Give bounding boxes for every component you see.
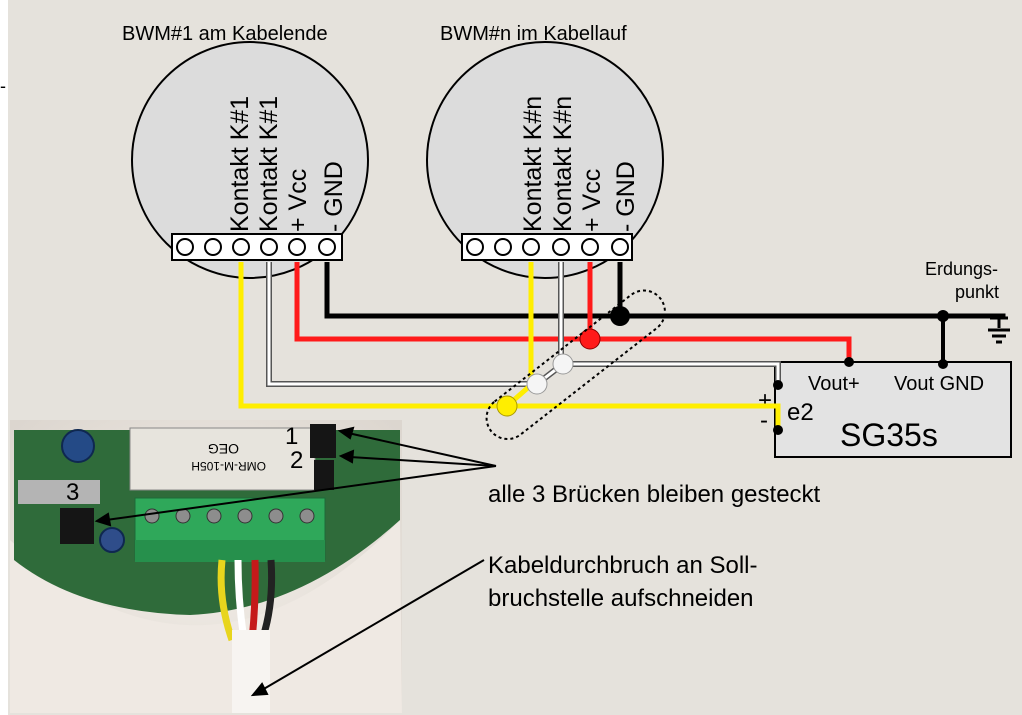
junction-white bbox=[552, 353, 574, 375]
ground-label-line1: Erdungs- bbox=[925, 259, 998, 279]
relay-text: OMR-M-105H bbox=[191, 459, 266, 473]
detector-n-pin-label: - GND bbox=[612, 161, 640, 232]
detector-1-pin-label: Kontakt K#1 bbox=[226, 96, 254, 232]
ground-label-line2: punkt bbox=[955, 282, 999, 302]
module-minus-sign: - bbox=[760, 407, 768, 434]
wire-red bbox=[294, 262, 852, 362]
detector-n-title: BWM#n im Kabellauf bbox=[440, 23, 627, 45]
detector-n-pin-label: Kontakt K#n bbox=[519, 96, 547, 232]
vout-plus-node bbox=[844, 357, 854, 367]
detector-1-pin-label: + Vcc bbox=[284, 169, 312, 232]
wire-white bbox=[267, 262, 780, 386]
jumper-label-2: 2 bbox=[290, 447, 303, 474]
module-input-plus-node bbox=[773, 380, 783, 390]
junction-group-outline bbox=[485, 289, 666, 441]
cable-slot-arrow bbox=[250, 559, 485, 697]
vout-plus-label: Vout+ bbox=[808, 373, 860, 395]
junction-yellow bbox=[496, 395, 518, 417]
detector-1-pin-label: Kontakt K#1 bbox=[255, 96, 283, 232]
relay-text: OEG bbox=[208, 441, 239, 457]
detector-1-pin-label: - GND bbox=[320, 161, 348, 232]
sg35s-module bbox=[774, 361, 1012, 458]
detector-n-pin-label: + Vcc bbox=[578, 169, 606, 232]
cable-note-line1: Kabeldurchbruch an Soll- bbox=[488, 552, 758, 579]
detector-1-housing bbox=[131, 41, 369, 279]
detector-1-title: BWM#1 am Kabelende bbox=[122, 23, 328, 45]
detector-n-pin-label: Kontakt K#n bbox=[549, 96, 577, 232]
jumper-label-3: 3 bbox=[66, 479, 79, 506]
bridges-note: alle 3 Brücken bleiben gesteckt bbox=[488, 481, 821, 508]
vout-gnd-node bbox=[938, 359, 948, 369]
module-input-minus-node bbox=[773, 425, 783, 435]
jumper-label-1: 1 bbox=[285, 423, 298, 450]
module-input-label: e2 bbox=[787, 399, 814, 426]
detector-n-terminal-strip bbox=[461, 233, 633, 261]
vout-gnd-label: Vout GND bbox=[894, 373, 984, 395]
module-name: SG35s bbox=[840, 417, 938, 453]
detector-photo: OMR-M-105H OEG bbox=[10, 420, 402, 713]
junction-black bbox=[610, 306, 630, 326]
jumper-arrows bbox=[94, 426, 497, 527]
cable-note-line2: bruchstelle aufschneiden bbox=[488, 585, 754, 612]
junction-white bbox=[526, 373, 548, 395]
detector-1-terminal-strip bbox=[171, 233, 343, 261]
detector-n-housing bbox=[426, 41, 664, 279]
junction-red bbox=[579, 328, 601, 350]
stray-mark: - bbox=[0, 76, 6, 96]
ground-junction bbox=[937, 310, 949, 322]
